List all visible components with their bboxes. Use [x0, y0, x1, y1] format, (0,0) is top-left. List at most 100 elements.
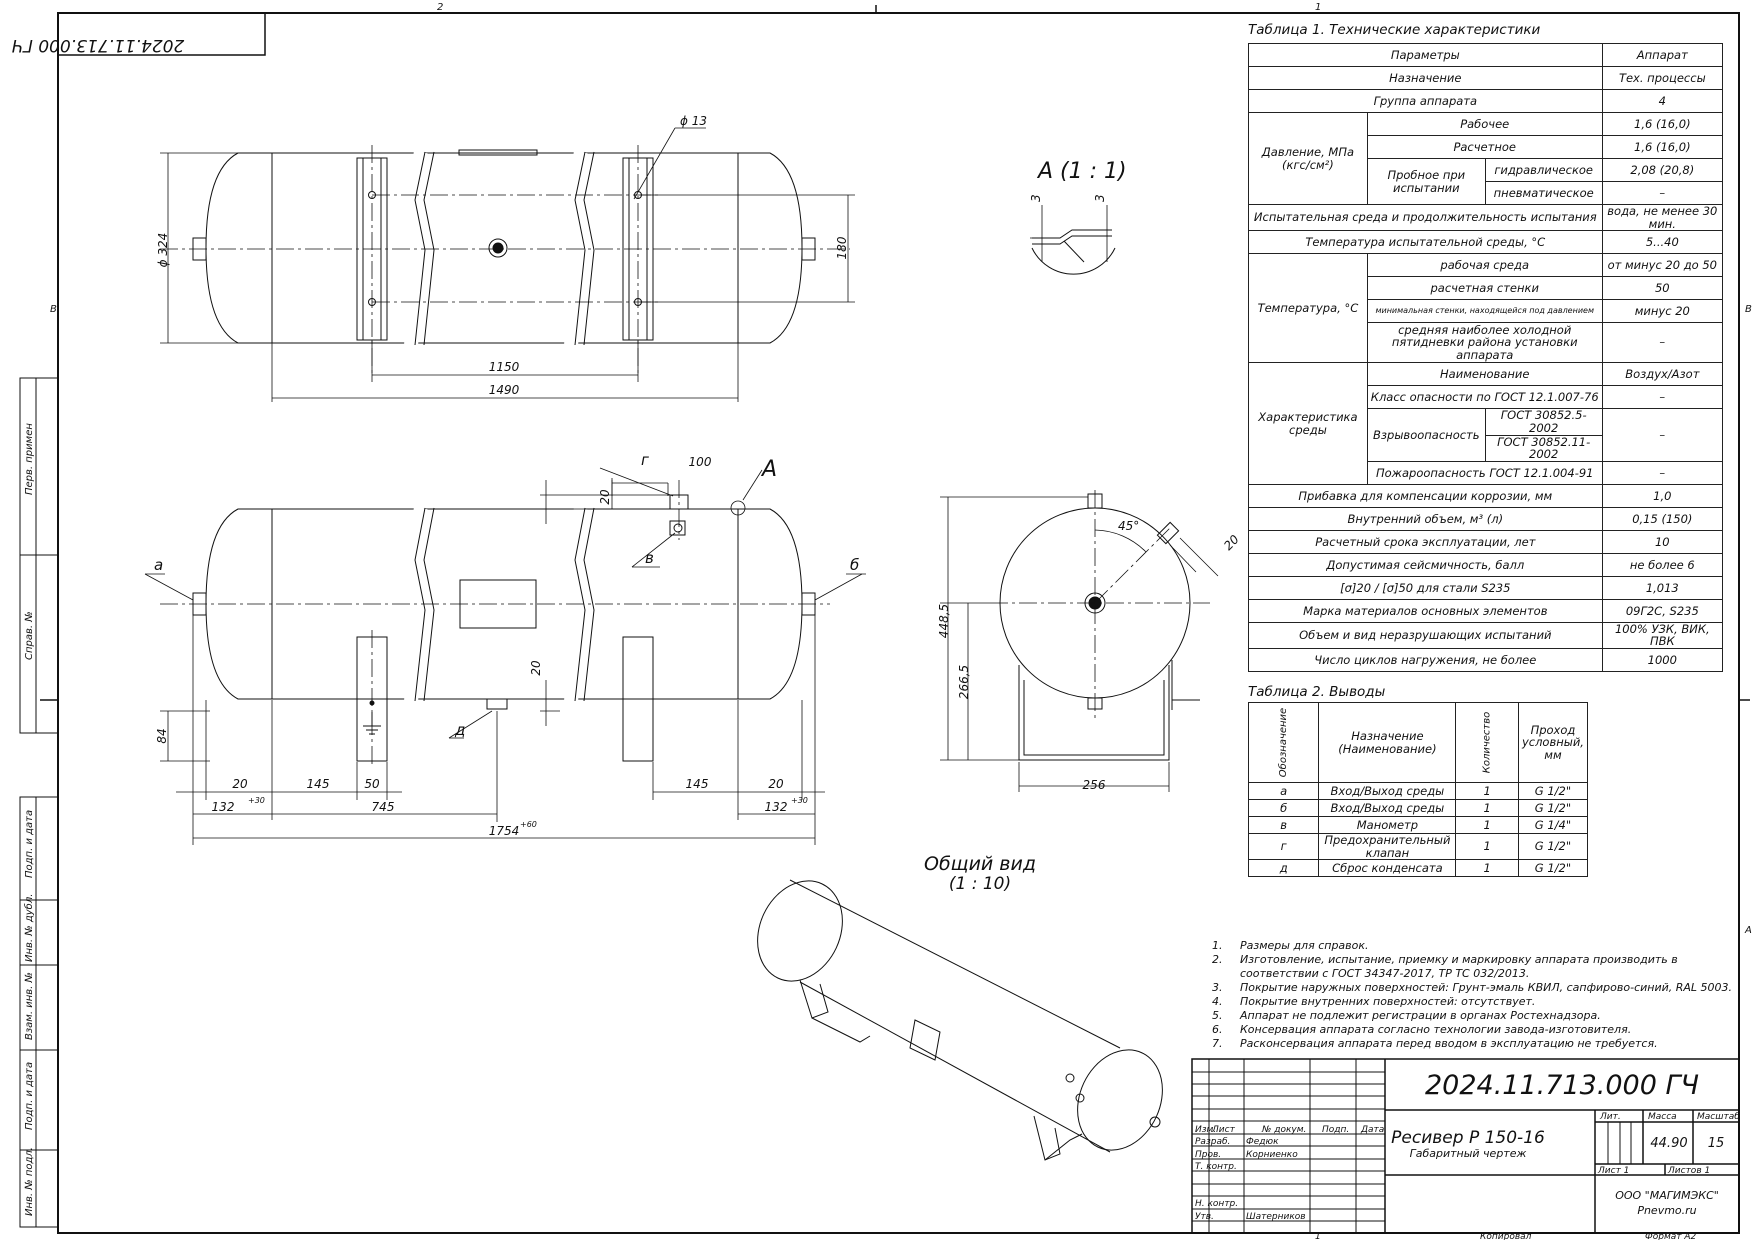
tb-doc-type: Габаритный чертеж — [1410, 1147, 1527, 1160]
t1-param: пневматическое — [1484, 181, 1603, 205]
t1-value: минус 20 — [1601, 299, 1724, 324]
tb-lit: Лит. — [1599, 1112, 1621, 1122]
t1-param: Наименование — [1366, 362, 1603, 387]
t1-param: Марка материалов основных элементов — [1248, 598, 1603, 623]
note-text: Размеры для справок. — [1240, 939, 1369, 952]
t1-sub-explosion: Взрывоопасность — [1366, 408, 1486, 462]
tb-company: ООО "МАГИМЭКС" — [1615, 1189, 1719, 1202]
note-num: 7. — [1212, 1037, 1223, 1050]
t2-cell: Сброс конденсата — [1318, 859, 1457, 878]
detail-a-dim2: 3 — [1093, 194, 1107, 202]
top-view — [160, 127, 855, 402]
t1-param: рабочая среда — [1366, 253, 1603, 278]
t1-value: – — [1601, 408, 1724, 462]
tb-person-5: Шатерников — [1246, 1212, 1306, 1222]
table2-title: Таблица 2. Выводы — [1248, 684, 1386, 700]
t1-value: – — [1601, 322, 1724, 364]
tb-h-izm: Изм. — [1195, 1125, 1216, 1135]
t1-value: Воздух/Азот — [1601, 362, 1724, 387]
t1-param: ГОСТ 30852.11-2002 — [1484, 434, 1603, 462]
t2-cell: G 1/2" — [1517, 799, 1589, 817]
t2-h-name: Назначение (Наименование) — [1318, 702, 1457, 783]
note-text: соответствии с ГОСТ 34347-2017, ТР ТС 03… — [1240, 967, 1530, 980]
dim-top-1490: 1490 — [489, 383, 520, 397]
t1-value: от минус 20 до 50 — [1601, 253, 1724, 278]
note-num — [1212, 967, 1240, 981]
t1-value: не более 6 — [1601, 552, 1724, 577]
t1-value: 1,6 (16,0) — [1601, 112, 1724, 136]
t1-value: 1000 — [1601, 648, 1724, 673]
t1-group-pressure: Давление, МПа (кгс/см²) — [1248, 112, 1368, 205]
t2-cell: 1 — [1455, 816, 1519, 834]
t1-param: Объем и вид неразрушающих испытаний — [1248, 621, 1603, 650]
t2-cell: G 1/2" — [1517, 859, 1589, 878]
t2-cell: 1 — [1455, 799, 1519, 817]
dim-front-745: 745 — [372, 800, 395, 814]
tb-sheets: Листов 1 — [1667, 1166, 1710, 1176]
t1-param: Прибавка для компенсации коррозии, мм — [1248, 483, 1603, 508]
dim-side-266: 266,5 — [957, 665, 971, 699]
t2-cell: G 1/4" — [1517, 816, 1589, 834]
note-line: 7. Расконсервация аппарата перед вводом в… — [1212, 1037, 1732, 1051]
tb-code: 2024.11.713.000 ГЧ — [1425, 1070, 1699, 1101]
dim-top-hole: ϕ 13 — [680, 114, 707, 128]
zone-b-right: B — [1745, 304, 1752, 315]
note-line: соответствии с ГОСТ 34347-2017, ТР ТС 03… — [1212, 967, 1732, 981]
t1-value: – — [1601, 181, 1724, 205]
t1-param: гидравлическое — [1484, 158, 1603, 182]
iso-scale: (1 : 10) — [949, 874, 1011, 894]
dim-front-132b-tol: +30 — [791, 796, 808, 805]
note-text: Изготовление, испытание, приемку и марки… — [1240, 953, 1678, 966]
t1-param: Расчетное — [1366, 135, 1603, 159]
strip-label-4: Взам. инв. № — [24, 972, 35, 1040]
dim-top-dia: ϕ 324 — [156, 233, 170, 268]
t2-cell: б — [1247, 799, 1320, 817]
iso-view — [757, 879, 1163, 1161]
t2-cell: Предохранительный клапан — [1318, 832, 1457, 861]
label-d: д — [454, 721, 465, 739]
t1-value: – — [1601, 460, 1724, 485]
tb-scale-label: Масштаб — [1697, 1112, 1740, 1122]
tb-person-0: Федюк — [1246, 1137, 1279, 1147]
dim-top-1150: 1150 — [489, 360, 520, 374]
t1-param: [σ]20 / [σ]50 для стали S235 — [1248, 575, 1603, 600]
t1-group-temp: Температура, °С — [1248, 253, 1368, 364]
dim-front-145b: 145 — [686, 777, 709, 791]
dim-front-132a: 132 — [212, 800, 235, 814]
note-line: 1.Размеры для справок. — [1212, 939, 1732, 953]
label-a: а — [154, 556, 163, 574]
tb-h-list: Лист — [1211, 1125, 1236, 1135]
t1-param: Класс опасности по ГОСТ 12.1.007-76 — [1366, 385, 1603, 410]
t1-value: 2,08 (20,8) — [1601, 158, 1724, 182]
t2-cell: г — [1247, 832, 1320, 861]
dim-front-20a: 20 — [598, 489, 612, 505]
t2-cell: G 1/2" — [1517, 782, 1589, 800]
tb-role-2: Т. контр. — [1195, 1162, 1237, 1172]
t2-cell: 1 — [1455, 859, 1519, 878]
tb-site: Pnevmo.ru — [1637, 1204, 1696, 1217]
t1-param: Внутренний объем, м³ (л) — [1248, 506, 1603, 531]
t1-value: 0,15 (150) — [1601, 506, 1724, 531]
note-line: 3.Покрытие наружных поверхностей: Грунт-… — [1212, 981, 1732, 995]
tb-role-0: Разраб. — [1195, 1137, 1230, 1147]
t2-cell: а — [1247, 782, 1320, 800]
table2: Обозначение Назначение (Наименование) Ко… — [1247, 702, 1589, 878]
dim-front-1754-tol: +60 — [520, 820, 537, 829]
t1-param: Параметры — [1248, 43, 1603, 67]
note-text: Расконсервация аппарата перед вводом в э… — [1240, 1037, 1658, 1050]
t1-param: Назначение — [1248, 66, 1603, 90]
note-num: 5. — [1212, 1009, 1223, 1022]
t1-param: Группа аппарата — [1248, 89, 1603, 113]
t1-param: Пожароопасность ГОСТ 12.1.004-91 — [1366, 460, 1603, 485]
t1-value: 4 — [1601, 89, 1724, 113]
t2-cell: д — [1247, 859, 1320, 878]
note-text: Покрытие наружных поверхностей: Грунт-эм… — [1240, 981, 1733, 994]
tb-role-5: Утв. — [1195, 1212, 1214, 1222]
t2-cell: 1 — [1455, 832, 1519, 861]
t1-param: Число циклов нагружения, не более — [1248, 648, 1603, 673]
zone-1: 1 — [1315, 2, 1321, 13]
t2-h-code: Обозначение — [1278, 707, 1290, 778]
tb-h-date: Дата — [1360, 1125, 1384, 1135]
t1-value: Тех. процессы — [1601, 66, 1724, 90]
